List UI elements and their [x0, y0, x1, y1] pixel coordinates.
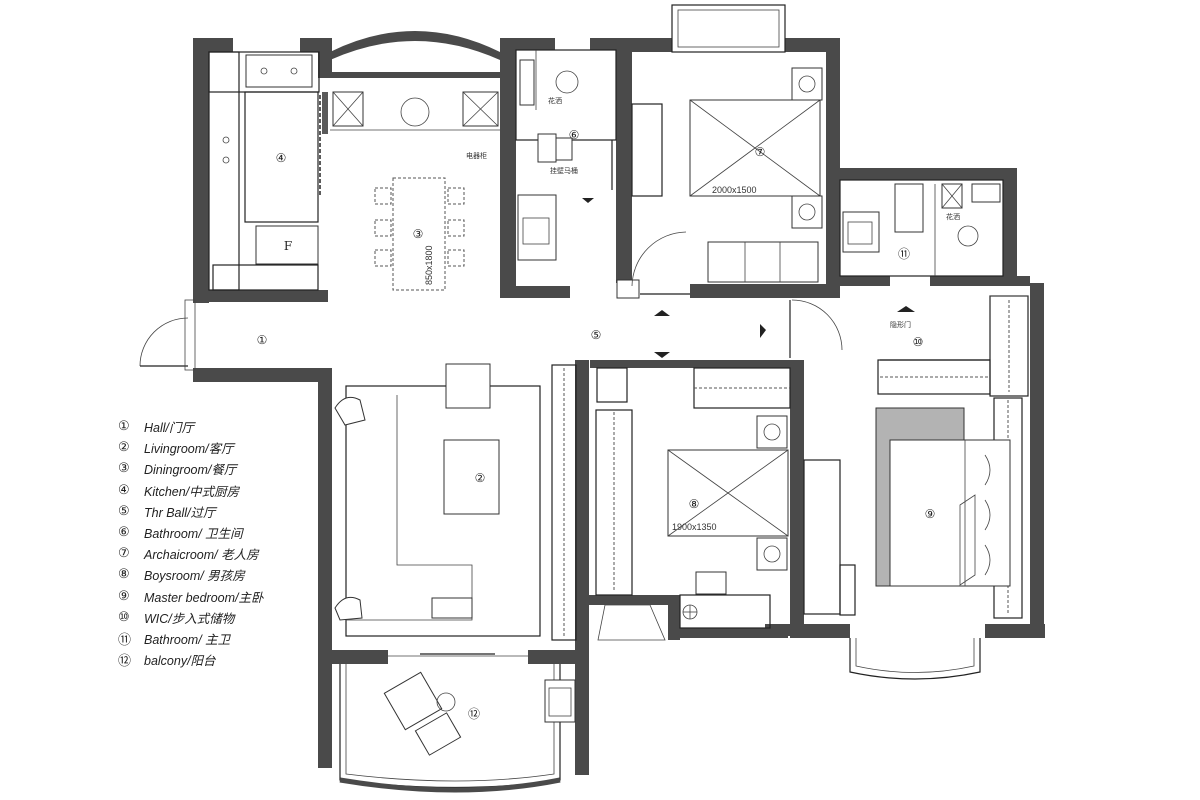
legend-number: ⑨ [118, 588, 130, 604]
legend-label: Archaicroom/ 老人房 [144, 548, 259, 563]
kitchen [208, 51, 328, 291]
legend-item: ⑤ Thr Ball/过厅 [118, 501, 318, 522]
legend-number: ⑩ [118, 609, 130, 625]
legend-number: ③ [118, 461, 130, 477]
walls [139, 4, 1045, 793]
room-numbers: ① ② ③ ④ ⑤ ⑥ ⑦ ⑧ ⑨ ⑩ ⑪ ⑫ [257, 128, 936, 721]
room-7 [616, 67, 823, 299]
room-number-11: ⑪ [898, 247, 910, 261]
legend-item: ③ Diningroom/餐厅 [118, 458, 318, 479]
legend-number: ⑧ [118, 567, 130, 583]
legend-label: Master bedroom/主卧 [144, 590, 264, 605]
hall-passage [640, 293, 843, 358]
legend-item: ⑨ Master bedroom/主卧 [118, 586, 318, 607]
legend-label: Boysroom/ 男孩房 [144, 569, 245, 584]
shower-11-label: 花洒 [946, 212, 960, 221]
room-number-2: ② [475, 471, 486, 485]
room-number-12: ⑫ [468, 707, 480, 721]
legend-label: Hall/门厅 [144, 421, 195, 436]
hidden-door-label: 隐形门 [890, 320, 911, 329]
master-bedroom [803, 397, 1023, 619]
room-number-8: ⑧ [689, 497, 700, 511]
legend-item: ⑪ Bathroom/ 主卫 [118, 628, 318, 649]
legend-number: ⑤ [118, 503, 130, 519]
legend-item: ⑦ Archaicroom/ 老人房 [118, 543, 318, 564]
room-number-9: ⑨ [925, 507, 936, 521]
room-number-10: ⑩ [913, 335, 924, 349]
legend-number: ⑥ [118, 525, 130, 541]
legend-number: ④ [118, 482, 130, 498]
legend-label: Bathroom/ 主卫 [144, 632, 231, 647]
legend-number: ② [118, 440, 130, 456]
annotations: 850x1800 2000x1500 1900x1350 电器柜 花洒 挂壁马桶… [284, 96, 960, 532]
legend-item: ② Livingroom/客厅 [118, 437, 318, 458]
legend-item: ⑫ balcony/阳台 [118, 649, 318, 670]
dining [330, 91, 500, 291]
legend-item: ⑩ WIC/步入式储物 [118, 607, 318, 628]
legend-label: Thr Ball/过厅 [144, 505, 216, 520]
shower-6-label: 花洒 [548, 96, 562, 105]
bed-7-dimension: 2000x1500 [712, 185, 757, 195]
balcony-12 [383, 671, 576, 756]
room-number-4: ④ [276, 151, 287, 165]
wic [877, 295, 1029, 397]
toilet-6-label: 挂壁马桶 [550, 166, 578, 175]
living-room [334, 363, 577, 657]
dining-table-dimension: 850x1800 [424, 245, 434, 285]
legend-number: ⑦ [118, 546, 130, 562]
room-number-7: ⑦ [755, 145, 766, 159]
legend-item: ⑧ Boysroom/ 男孩房 [118, 564, 318, 585]
room-legend: ① Hall/门厅 ② Livingroom/客厅 ③ Diningroom/餐厅 ④… [118, 416, 318, 670]
room-number-3: ③ [413, 227, 424, 241]
legend-label: WIC/步入式储物 [144, 611, 235, 626]
legend-label: Diningroom/餐厅 [144, 463, 237, 478]
legend-item: ① Hall/门厅 [118, 416, 318, 437]
legend-item: ④ Kitchen/中式厨房 [118, 480, 318, 501]
legend-label: Kitchen/中式厨房 [144, 484, 240, 499]
room-number-5: ⑤ [591, 328, 602, 342]
bed-8-dimension: 1900x1350 [672, 522, 717, 532]
legend-item: ⑥ Bathroom/ 卫生间 [118, 522, 318, 543]
bathroom-11 [839, 179, 1004, 312]
legend-label: Livingroom/客厅 [144, 442, 234, 457]
room-number-6: ⑥ [569, 128, 580, 142]
legend-label: balcony/阳台 [144, 654, 216, 669]
bathroom-6 [515, 49, 617, 261]
fridge-label: F [284, 239, 292, 253]
room-8 [595, 367, 791, 641]
legend-number: ① [118, 419, 130, 435]
room-number-1: ① [257, 333, 268, 347]
legend-number: ⑪ [118, 632, 132, 648]
appliance-cabinet-label: 电器柜 [466, 151, 487, 160]
legend-number: ⑫ [118, 654, 132, 670]
legend-label: Bathroom/ 卫生间 [144, 527, 243, 542]
